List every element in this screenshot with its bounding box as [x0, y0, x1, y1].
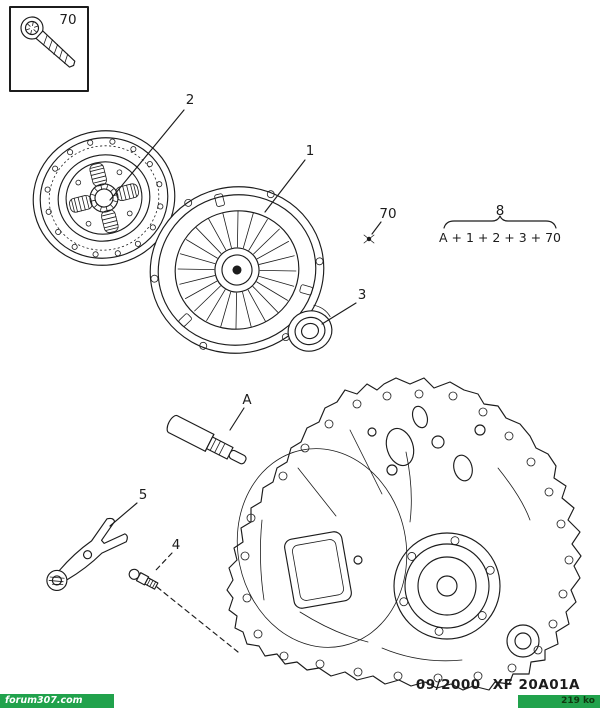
kit-group: 8 A + 1 + 2 + 3 + 70 [439, 203, 561, 245]
callout-kit-formula: A + 1 + 2 + 3 + 70 [439, 230, 561, 245]
release-bearing-drawing [287, 304, 333, 352]
gearbox-housing-drawing [226, 377, 582, 691]
bolt-marker-drawing [363, 234, 375, 244]
plate-date: 09/2000 [415, 677, 481, 693]
pressure-plate-drawing [149, 186, 325, 354]
callout-bolt-marker: 70 [379, 206, 396, 222]
watermark-banner-right: 219 ko [518, 695, 600, 708]
callout-kit-number: 8 [496, 203, 505, 219]
housing-bolt-holes [240, 389, 574, 683]
plate-reference: 09/2000 XF 20A01A [416, 677, 580, 693]
callout-release-fork: 5 [139, 487, 148, 503]
callout-fork-pivot: 4 [172, 537, 181, 553]
housing-main-bore [393, 532, 501, 640]
callout-clutch-disc: 2 [186, 92, 195, 108]
callout-boxed-bolt: 70 [59, 12, 76, 28]
callout-release-bearing: 3 [358, 287, 367, 303]
fork-pivot-drawing [128, 568, 159, 590]
alignment-tool-drawing [166, 414, 247, 465]
watermark-banner-left: forum307.com [0, 694, 114, 708]
plate-code: XF 20A01A [492, 677, 580, 693]
boxed-bolt-70: 70 [9, 6, 89, 92]
release-fork-drawing [46, 517, 128, 592]
kit-brace [443, 215, 557, 229]
callout-alignment-tool: A [242, 392, 252, 408]
callout-pressure-plate: 1 [306, 143, 315, 159]
leader-lines [109, 109, 382, 653]
